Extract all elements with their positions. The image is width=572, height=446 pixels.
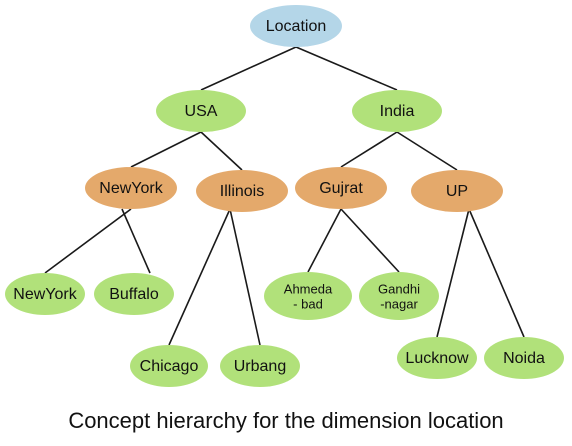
node-region-2: Gujrat bbox=[295, 167, 387, 209]
node-region-2-label: Gujrat bbox=[319, 180, 363, 197]
node-city-7-label: Noida bbox=[503, 350, 545, 367]
node-city-0: NewYork bbox=[5, 273, 85, 315]
node-city-5-label: Urbang bbox=[234, 358, 286, 375]
edge-7 bbox=[121, 208, 151, 274]
node-city-0-shape bbox=[5, 273, 85, 315]
node-city-5: Urbang bbox=[220, 345, 300, 387]
node-country-1-label: India bbox=[380, 103, 415, 120]
edge-12 bbox=[436, 208, 470, 338]
node-city-6-label: Lucknow bbox=[405, 350, 469, 367]
node-city-7: Noida bbox=[484, 337, 564, 379]
node-city-4-label: Chicago bbox=[140, 358, 199, 375]
node-country-0: USA bbox=[156, 90, 246, 132]
node-region-3: UP bbox=[411, 170, 503, 212]
node-city-2-label: Ahmeda- bad bbox=[284, 281, 333, 311]
node-country-1-shape bbox=[352, 90, 442, 132]
node-root-label: Location bbox=[266, 18, 327, 35]
node-city-5-shape bbox=[220, 345, 300, 387]
node-city-2: Ahmeda- bad bbox=[264, 272, 352, 320]
node-city-0-label: NewYork bbox=[13, 286, 77, 303]
edge-10 bbox=[307, 208, 342, 273]
node-city-4: Chicago bbox=[130, 345, 208, 387]
node-city-3-shape bbox=[359, 272, 439, 320]
node-region-0-shape bbox=[85, 167, 177, 209]
edges bbox=[44, 46, 525, 346]
edge-2 bbox=[130, 131, 202, 168]
node-city-6-shape bbox=[397, 337, 477, 379]
node-root-shape bbox=[250, 5, 342, 47]
node-city-4-shape bbox=[130, 345, 208, 387]
node-region-1-label: Illinois bbox=[220, 183, 264, 200]
node-country-0-shape bbox=[156, 90, 246, 132]
edge-6 bbox=[44, 208, 132, 274]
edge-3 bbox=[200, 131, 243, 171]
node-city-7-shape bbox=[484, 337, 564, 379]
node-region-0: NewYork bbox=[85, 167, 177, 209]
edge-13 bbox=[468, 208, 525, 338]
node-city-1-label: Buffalo bbox=[109, 286, 159, 303]
node-city-3: Gandhi-nagar bbox=[359, 272, 439, 320]
node-region-0-label: NewYork bbox=[99, 180, 163, 197]
edge-11 bbox=[340, 208, 400, 273]
edge-8 bbox=[168, 208, 231, 346]
node-region-2-shape bbox=[295, 167, 387, 209]
node-root: Location bbox=[250, 5, 342, 47]
node-region-1-shape bbox=[196, 170, 288, 212]
diagram-caption: Concept hierarchy for the dimension loca… bbox=[68, 408, 504, 433]
node-country-0-label: USA bbox=[185, 103, 218, 120]
node-city-1-shape bbox=[94, 273, 174, 315]
edge-5 bbox=[396, 131, 458, 171]
edge-0 bbox=[200, 46, 297, 91]
edge-9 bbox=[229, 208, 261, 346]
edge-1 bbox=[295, 46, 398, 91]
node-city-6: Lucknow bbox=[397, 337, 477, 379]
node-city-2-shape bbox=[264, 272, 352, 320]
node-country-1: India bbox=[352, 90, 442, 132]
node-region-1: Illinois bbox=[196, 170, 288, 212]
node-region-3-shape bbox=[411, 170, 503, 212]
node-city-1: Buffalo bbox=[94, 273, 174, 315]
edge-4 bbox=[340, 131, 398, 168]
node-region-3-label: UP bbox=[446, 183, 468, 200]
node-city-3-label: Gandhi-nagar bbox=[378, 281, 420, 311]
